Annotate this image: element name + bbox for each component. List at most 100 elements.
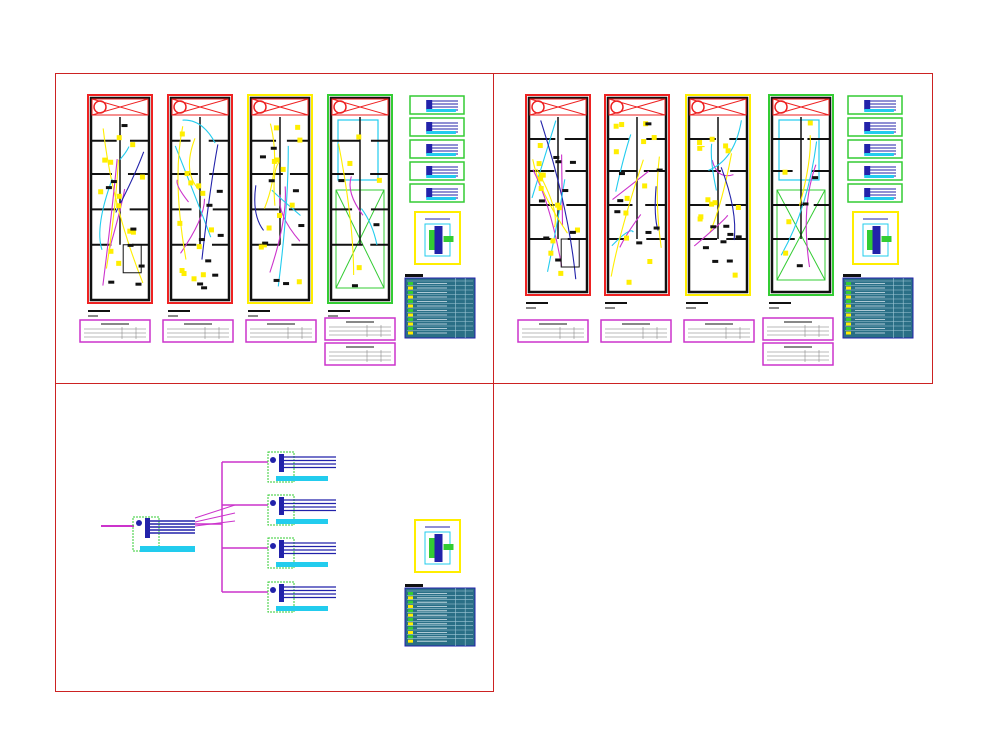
device-mark [569,230,576,234]
circuit-wire [532,169,563,267]
fixture-symbol [98,189,104,195]
fixture-symbol [179,131,185,137]
floor-plan-b1 [604,94,670,309]
fixture-symbol [613,149,619,155]
fixture-symbol [196,244,202,250]
legend-symbol [846,313,851,317]
device-mark [262,241,269,245]
legend-symbol [408,300,413,303]
fixture-symbol [295,124,301,130]
panel-base [426,109,456,112]
fixture-symbol [642,183,648,189]
circuit-wire [531,120,557,199]
device-mark [108,280,115,284]
device-mark [543,236,550,240]
device-mark [614,210,621,214]
fixture-symbol [116,260,122,266]
device-mark [727,232,734,236]
panel-schedule-card-a2 [409,139,465,159]
device-mark [555,258,562,262]
legend-symbol [846,304,851,308]
floor-plan-b2 [685,94,751,309]
legend-table-c [404,584,476,647]
shaft-box [689,98,747,116]
device-mark [617,199,624,203]
device-mark [259,155,266,159]
main-breaker [136,520,142,526]
fixture-symbol [697,145,703,151]
plan-walls [329,96,391,302]
fixture-symbol [709,201,715,207]
device-mark [618,172,625,176]
fixture-symbol [537,143,543,149]
legend-symbol [408,609,413,613]
fixture-symbol [276,212,282,218]
fixture-symbol [732,272,738,278]
legend-symbol [408,592,413,595]
sub-panel-2 [267,537,336,569]
shaft-box [251,98,309,116]
fixture-symbol [709,136,715,142]
sub-breaker [270,587,276,593]
fixture-symbol [274,157,280,163]
branch-link [194,504,236,519]
device-mark [206,203,213,207]
circuit-wire [254,185,264,231]
fixture-symbol [116,135,122,141]
fixture-symbol [258,244,264,250]
plan-outline [604,94,670,296]
circuit-wire [610,159,644,277]
circuit-wire [711,159,734,177]
load-table-border [600,319,672,343]
plan-walls [606,96,668,294]
fixture-symbol [807,120,813,126]
device-mark [812,176,819,180]
fixture-symbol [735,204,741,210]
fixture-symbol [191,276,197,282]
stair-symbol [774,100,788,114]
device-mark [121,124,128,128]
legend-symbol [846,327,851,330]
device-mark [373,223,380,227]
load-table-border [517,319,589,343]
fixture-symbol [139,174,145,180]
circuit-wire [271,189,301,216]
plan-outline [247,94,313,304]
plan-walls [169,96,231,302]
device-mark [653,226,660,230]
stair-symbol [333,100,347,114]
circuit-wire [108,188,126,252]
legend-symbol [408,626,413,630]
detail-element [429,538,437,558]
fixture-symbol [574,227,580,233]
legend-symbol [846,300,851,303]
device-mark [110,180,117,184]
fixture-symbol [108,248,114,254]
floor-plan-a3 [327,94,393,317]
fixture-symbol [723,143,729,149]
circuit-wire [611,230,634,247]
legend-table-a [404,274,476,339]
fixture-symbol [376,177,382,183]
device-mark [198,238,205,242]
stair-symbol [253,100,267,114]
fixture-symbol [783,250,789,256]
fixture-symbol [266,225,272,231]
load-table-border [683,319,755,343]
load-table-b2 [683,319,755,343]
detail-element [443,544,454,550]
panel-bar [426,100,433,110]
fixture-symbol [558,270,564,276]
fixture-symbol [177,220,183,226]
panel-bar [426,166,433,176]
sub-bus [279,497,284,515]
shaft-box [608,98,666,116]
plan-walls [687,96,749,294]
plan-outline [685,94,751,296]
circuit-wire [263,123,276,209]
load-table-border [245,319,317,343]
stair-symbol [531,100,545,114]
load-table-border [762,342,834,366]
device-mark [268,179,275,183]
panel-base [864,153,894,156]
